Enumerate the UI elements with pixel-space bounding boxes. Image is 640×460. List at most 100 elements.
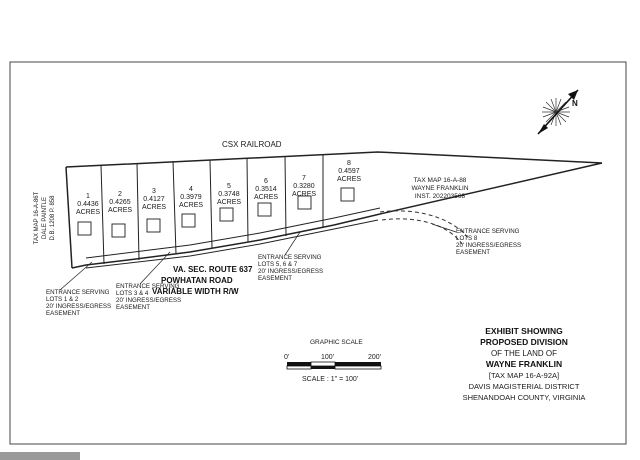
parcel-east-boundary — [379, 162, 603, 215]
lot-number: 4 — [189, 186, 193, 193]
right-parcel-instrument: INST. 202203568 — [415, 193, 466, 200]
building-envelope-lot-4 — [181, 213, 196, 228]
railroad-label: CSX RAILROAD — [222, 140, 282, 149]
road-width: VARIABLE WIDTH R/W — [152, 287, 239, 296]
scale-seg-3 — [335, 362, 381, 366]
lot-number: 3 — [152, 188, 156, 195]
title-line-2: PROPOSED DIVISION — [480, 337, 568, 347]
lot-acres: 0.4597 — [338, 168, 360, 175]
scale-note: SCALE : 1" = 100' — [302, 376, 358, 383]
title-line-3: OF THE LAND OF — [491, 349, 557, 358]
scale-seg-4 — [286, 365, 312, 370]
building-envelope-lot-2 — [111, 223, 126, 238]
lot-unit: ACRES — [292, 191, 316, 198]
road-route: VA. SEC. ROUTE 637 — [173, 265, 253, 274]
left-parcel-label: TAX MAP 16-A-86T DALE PAINTLE D.B. 1208 … — [34, 191, 56, 244]
watermark-strip — [0, 452, 80, 460]
lot-unit: ACRES — [217, 199, 241, 206]
easement-lot-8: ENTRANCE SERVING LOTS 8 20' INGRESS/EGRE… — [431, 223, 521, 256]
building-envelopes — [77, 187, 355, 238]
road-name: POWHATAN ROAD — [161, 276, 233, 285]
lot-label-1: 1 0.4436 ACRES — [76, 193, 100, 216]
lot-label-2: 2 0.4265 ACRES — [108, 191, 132, 214]
lot-acres: 0.3514 — [255, 186, 277, 193]
left-parcel-taxmap: TAX MAP 16-A-86T — [34, 191, 40, 244]
scale-tick-100: 100' — [321, 354, 334, 361]
lot-number: 2 — [118, 191, 122, 198]
lot-unit: ACRES — [179, 202, 203, 209]
lot-labels: 1 0.4436 ACRES 2 0.4265 ACRES 3 0.4127 A… — [76, 160, 361, 216]
building-envelope-lot-3 — [146, 218, 161, 233]
driveway-curve — [379, 210, 471, 241]
easement-line: ENTRANCE SERVING — [258, 254, 322, 261]
lot-line-5-6 — [246, 157, 249, 243]
easement-line: ENTRANCE SERVING — [116, 283, 180, 290]
building-envelope-lot-8 — [340, 187, 355, 202]
lot-line-2-3 — [136, 162, 140, 261]
easement-line: 20' INGRESS/EGRESS — [258, 268, 323, 275]
lot-unit: ACRES — [142, 204, 166, 211]
lot-unit: ACRES — [254, 194, 278, 201]
north-arrow-starburst — [542, 98, 570, 126]
scale-title: GRAPHIC SCALE — [310, 339, 363, 346]
scale-tick-0: 0' — [284, 354, 289, 361]
title-line-1: EXHIBIT SHOWING — [485, 326, 563, 336]
left-parcel-owner: DALE PAINTLE — [42, 197, 48, 239]
left-parcel-deed: D.B. 1208 P. 858 — [50, 195, 56, 241]
easement-line: 20' INGRESS/EGRESS — [456, 242, 521, 249]
scale-seg-6 — [334, 365, 382, 370]
title-line-5: [TAX MAP 16-A-92A] — [489, 371, 559, 380]
lot-line-4-5 — [209, 159, 213, 249]
easement-line: EASEMENT — [116, 304, 150, 311]
easement-line: 20' INGRESS/EGRESS — [116, 297, 181, 304]
north-arrow-letter: N — [572, 99, 578, 108]
lot-line-1-2 — [100, 164, 105, 265]
driveway-curve-2 — [381, 218, 463, 245]
easement-leader — [431, 223, 457, 233]
building-envelope-lot-6 — [257, 202, 272, 217]
parcel-north-boundary — [65, 151, 603, 168]
lot-number: 6 — [264, 178, 268, 185]
north-arrow-tail — [538, 124, 548, 134]
easement-line: LOTS 5, 6 & 7 — [258, 261, 298, 268]
scale-seg-1 — [287, 362, 311, 366]
lot-unit: ACRES — [108, 207, 132, 214]
lot-number: 5 — [227, 183, 231, 190]
title-line-6: DAVIS MAGISTERIAL DISTRICT — [469, 382, 580, 391]
easement-lots-3-4: ENTRANCE SERVING LOTS 3 & 4 20' INGRESS/… — [116, 251, 181, 311]
lot-label-3: 3 0.4127 ACRES — [142, 188, 166, 211]
lot-line-3-4 — [172, 160, 177, 255]
lot-label-7: 7 0.3280 ACRES — [292, 175, 316, 198]
lot-label-8: 8 0.4597 ACRES — [337, 160, 361, 183]
easement-line: LOTS 1 & 2 — [46, 296, 79, 303]
easement-line: LOTS 8 — [456, 235, 478, 242]
lot-label-5: 5 0.3748 ACRES — [217, 183, 241, 206]
road-edge-north — [85, 207, 381, 259]
easement-line: EASEMENT — [46, 310, 80, 317]
lot-acres: 0.3979 — [180, 194, 202, 201]
lot-acres: 0.4436 — [77, 201, 99, 208]
lot-number: 8 — [347, 160, 351, 167]
lot-acres: 0.4127 — [143, 196, 165, 203]
lot-label-4: 4 0.3979 ACRES — [179, 186, 203, 209]
building-envelope-lot-1 — [77, 221, 92, 236]
easement-line: ENTRANCE SERVING — [46, 289, 110, 296]
lot-unit: ACRES — [76, 209, 100, 216]
lot-number: 7 — [302, 175, 306, 182]
easement-leader — [139, 251, 171, 285]
parcel-west-boundary — [65, 166, 73, 269]
lot-acres: 0.3748 — [218, 191, 240, 198]
right-parcel-label: TAX MAP 16-A-88 WAYNE FRANKLIN INST. 202… — [411, 177, 468, 200]
scale-seg-5 — [311, 366, 335, 369]
lot-label-6: 6 0.3514 ACRES — [254, 178, 278, 201]
north-arrow-head — [568, 90, 578, 100]
right-parcel-taxmap: TAX MAP 16-A-88 — [414, 177, 467, 184]
lot-acres: 0.4265 — [109, 199, 131, 206]
easement-labels: ENTRANCE SERVING LOTS 1 & 2 20' INGRESS/… — [46, 223, 521, 317]
north-arrow: N — [537, 89, 579, 135]
easement-line: LOTS 3 & 4 — [116, 290, 149, 297]
scale-seg-2 — [310, 361, 336, 367]
building-envelope-lot-7 — [297, 195, 312, 210]
